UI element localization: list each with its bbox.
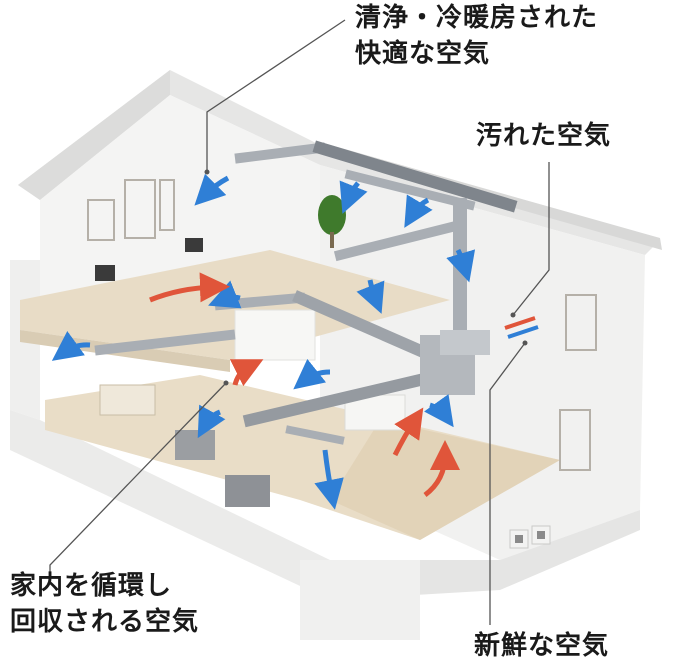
- exterior-walls: [10, 95, 645, 640]
- leader-dots: [204, 169, 528, 386]
- lower-floor: [45, 375, 560, 540]
- label-return-air: 家内を循環し 回収される空気: [10, 568, 199, 640]
- label-fresh-air-line1: 新鮮な空気: [474, 631, 610, 661]
- leader-line-exhaust-air: [512, 162, 550, 316]
- leader-line-fresh-air: [489, 342, 526, 625]
- label-supply-air-line2: 快適な空気: [355, 39, 491, 69]
- label-supply-air: 清浄・冷暖房された 快適な空気: [355, 0, 598, 72]
- label-fresh-air: 新鮮な空気: [474, 628, 609, 664]
- return-air-arrows: [149, 272, 460, 497]
- supply-air-arrows: [51, 173, 476, 510]
- outdoor-vent: [504, 316, 539, 339]
- outdoor-units: [509, 525, 551, 549]
- plant: [318, 195, 346, 248]
- windows: [87, 179, 597, 471]
- leader-line-supply-air: [206, 19, 346, 172]
- label-exhaust-air: 汚れた空気: [476, 118, 611, 154]
- label-supply-air-line1: 清浄・冷暖房された: [355, 3, 599, 33]
- leader-lines: [49, 19, 550, 625]
- label-return-air-line2: 回収される空気: [10, 607, 200, 637]
- label-exhaust-air-line1: 汚れた空気: [476, 121, 612, 151]
- leader-line-return-air: [49, 382, 227, 578]
- label-return-air-line1: 家内を循環し: [10, 571, 173, 601]
